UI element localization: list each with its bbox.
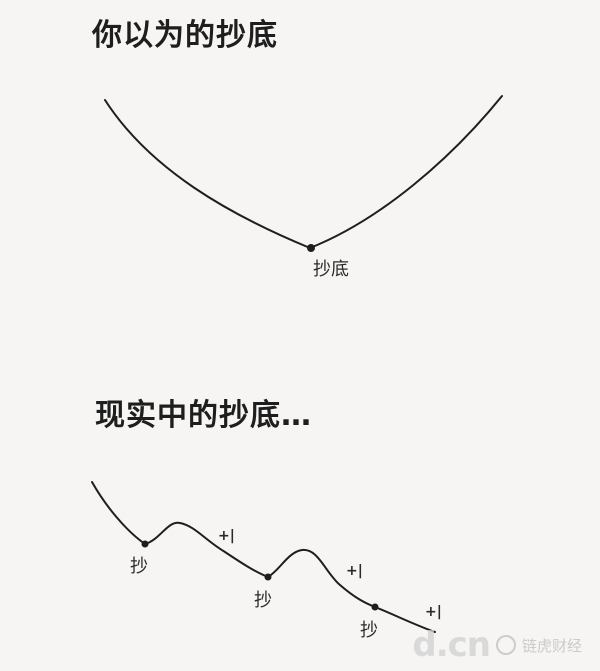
bottom-panel-title: 现实中的抄底…	[95, 398, 312, 433]
watermark-logo: d.cn	[412, 625, 491, 665]
tick-mark-3: +|	[425, 604, 442, 620]
reality-point-1	[141, 540, 149, 548]
reality-point-2	[264, 573, 272, 581]
tick-mark-1: +|	[218, 528, 235, 544]
tick-mark-2: +|	[346, 563, 363, 579]
watermark: d.cn 链虎财经	[412, 625, 582, 665]
watermark-text: 链虎财经	[521, 636, 582, 655]
imagined-curve	[104, 95, 503, 250]
imagined-bottom-label: 抄底	[313, 259, 349, 280]
reality-point-3	[371, 603, 379, 611]
reality-label-2: 抄	[254, 590, 272, 611]
imagined-bottom-point	[307, 244, 315, 252]
reality-label-1: 抄	[130, 556, 148, 577]
wechat-icon	[495, 635, 516, 655]
top-panel-title: 你以为的抄底	[92, 18, 278, 53]
reality-label-3: 抄	[360, 620, 378, 641]
